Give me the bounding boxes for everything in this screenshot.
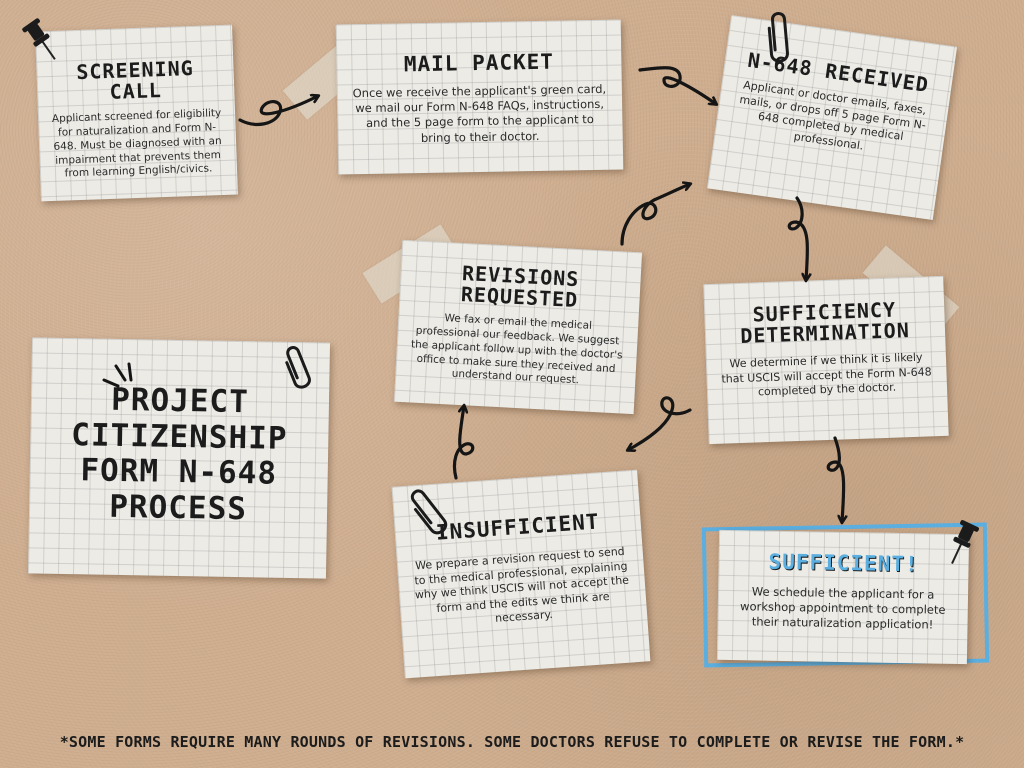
curly-arrow-icon bbox=[620, 184, 690, 246]
curly-arrow-icon bbox=[826, 436, 843, 522]
curly-arrow-icon bbox=[787, 196, 807, 280]
curly-arrow-icon bbox=[238, 96, 318, 127]
curly-arrow-icon bbox=[628, 396, 692, 450]
paper-clip-icon bbox=[410, 489, 448, 535]
paper-clip-icon bbox=[767, 11, 789, 63]
curly-arrow-icon bbox=[638, 66, 716, 104]
spark-lines-icon bbox=[102, 362, 133, 388]
curly-arrow-icon bbox=[452, 406, 475, 480]
push-pin-icon bbox=[951, 520, 980, 564]
paper-clip-icon bbox=[285, 346, 311, 389]
push-pin-icon bbox=[22, 18, 56, 60]
footnote: *SOME FORMS REQUIRE MANY ROUNDS OF REVIS… bbox=[59, 733, 965, 751]
